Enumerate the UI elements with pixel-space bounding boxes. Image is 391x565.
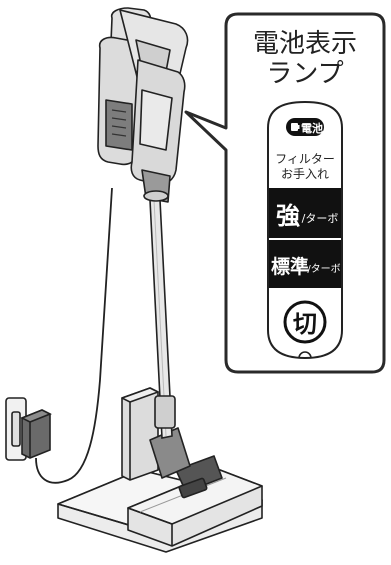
strong-label: 強 (276, 202, 300, 230)
standard-turbo-label: /ターボ (307, 263, 340, 275)
vacuum-main-body (97, 7, 189, 203)
ac-adapter (20, 409, 52, 459)
power-cord (35, 187, 113, 484)
callout-title-line1: 電池表示 (253, 29, 357, 59)
panel-divider (269, 238, 341, 240)
control-panel: 電池 フィルター お手入れ 強 /ターボ 標準 /ターボ 切 (267, 100, 343, 360)
standard-turbo-button[interactable]: 標準 /ターボ (269, 240, 341, 288)
panel-notch (298, 351, 312, 359)
battery-label: 電池 (301, 121, 323, 135)
filter-lamp-line2: お手入れ (281, 167, 329, 181)
strong-turbo-label: /ターボ (302, 212, 339, 225)
standard-label: 標準 (271, 255, 309, 278)
filter-lamp-line1: フィルター (275, 152, 335, 166)
off-label: 切 (293, 310, 317, 338)
battery-icon (291, 123, 300, 131)
floor-nozzle (127, 427, 263, 547)
strong-turbo-button[interactable]: 強 /ターボ (269, 188, 341, 238)
battery-lamp: 電池 (286, 118, 324, 136)
off-button[interactable]: 切 (283, 300, 327, 344)
callout-title-line2: ランプ (266, 59, 343, 89)
